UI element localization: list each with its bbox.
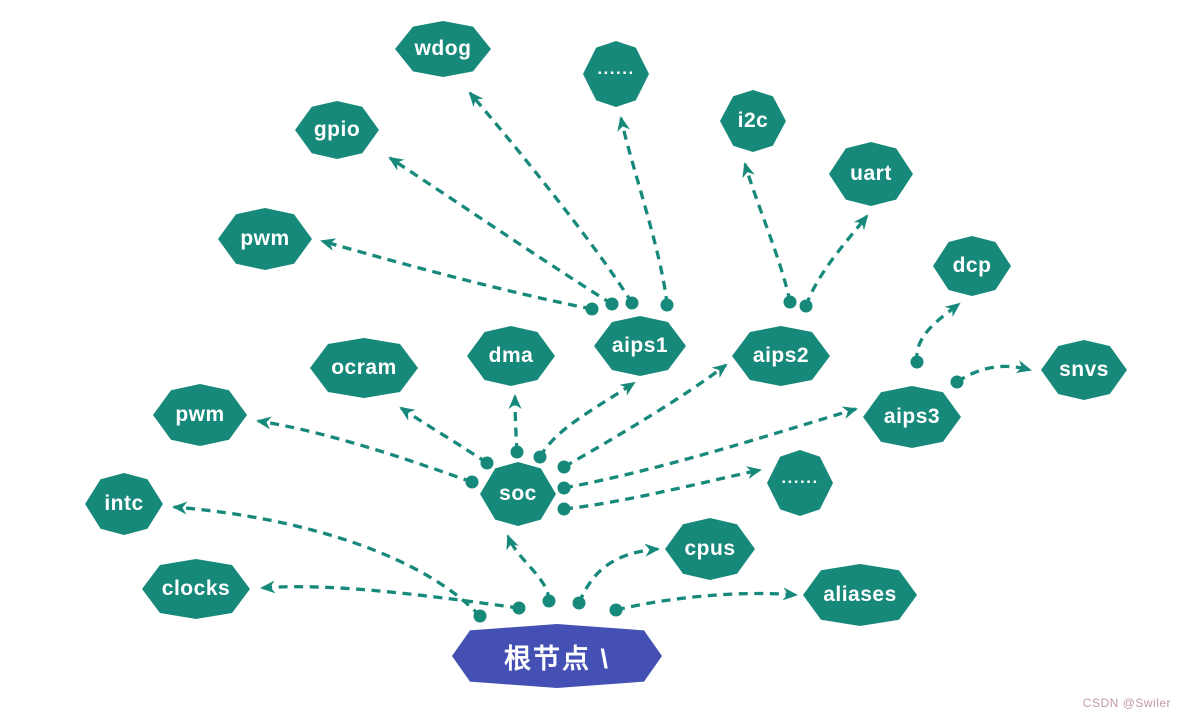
watermark: CSDN @Swiler [1082,696,1171,710]
node-wdog: wdog [395,21,491,77]
node-label-intc: intc [104,492,144,515]
node-root: 根节点 \ [452,624,662,688]
node-label-ellipsis-mid: ...... [781,468,819,487]
node-label-pwm-top: pwm [240,227,290,250]
node-aips2: aips2 [732,326,830,386]
node-label-snvs: snvs [1059,358,1109,381]
node-soc: soc [480,462,556,526]
node-clocks: clocks [142,559,250,619]
node-pwm-left: pwm [153,384,247,446]
node-label-wdog: wdog [414,37,472,60]
node-label-clocks: clocks [161,577,231,600]
node-label-gpio: gpio [313,118,361,141]
node-ellipsis-mid: ...... [767,450,833,516]
node-uart: uart [829,142,913,206]
node-label-ocram: ocram [331,356,397,379]
node-label-pwm-left: pwm [175,403,225,426]
node-dma: dma [467,326,555,386]
node-label-root: 根节点 \ [503,643,610,674]
node-label-aips2: aips2 [752,344,810,367]
node-label-i2c: i2c [737,109,769,132]
node-label-dcp: dcp [952,254,992,277]
node-snvs: snvs [1041,340,1127,400]
node-i2c: i2c [720,90,786,152]
node-dcp: dcp [933,236,1011,296]
node-ocram: ocram [310,338,418,398]
node-label-uart: uart [850,162,892,185]
node-label-dma: dma [488,344,534,367]
node-label-soc: soc [499,482,537,505]
node-label-aliases: aliases [823,583,897,606]
node-label-aips1: aips1 [611,334,669,357]
node-label-aips3: aips3 [883,405,941,428]
node-aips3: aips3 [863,386,961,448]
node-gpio: gpio [295,101,379,159]
node-cpus: cpus [665,518,755,580]
node-aliases: aliases [803,564,917,626]
node-ellipsis-top: ...... [583,41,649,107]
node-aips1: aips1 [594,316,686,376]
node-intc: intc [85,473,163,535]
node-pwm-top: pwm [218,208,312,270]
node-label-cpus: cpus [684,537,736,560]
node-label-ellipsis-top: ...... [597,59,635,78]
